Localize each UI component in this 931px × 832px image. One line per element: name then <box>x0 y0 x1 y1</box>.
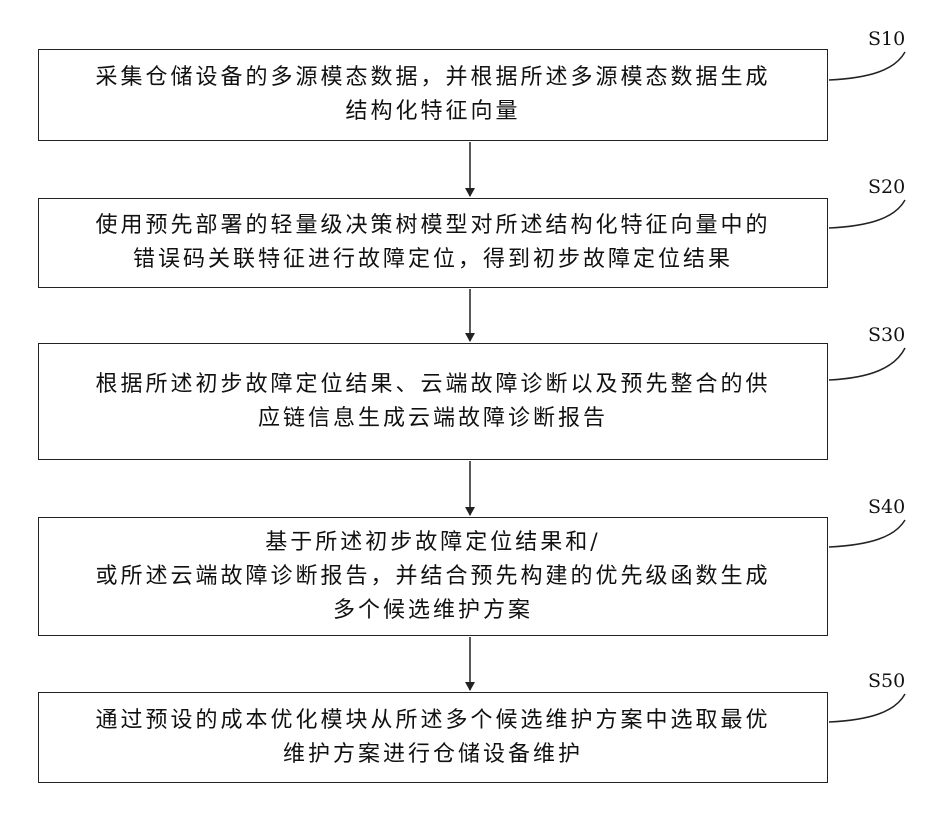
leader-curve-s20 <box>829 200 905 228</box>
leader-curve-s40 <box>829 520 905 547</box>
leader-curve-s30 <box>829 348 905 380</box>
leader-curve-s10 <box>829 52 905 80</box>
leader-curve-s50 <box>829 694 905 722</box>
